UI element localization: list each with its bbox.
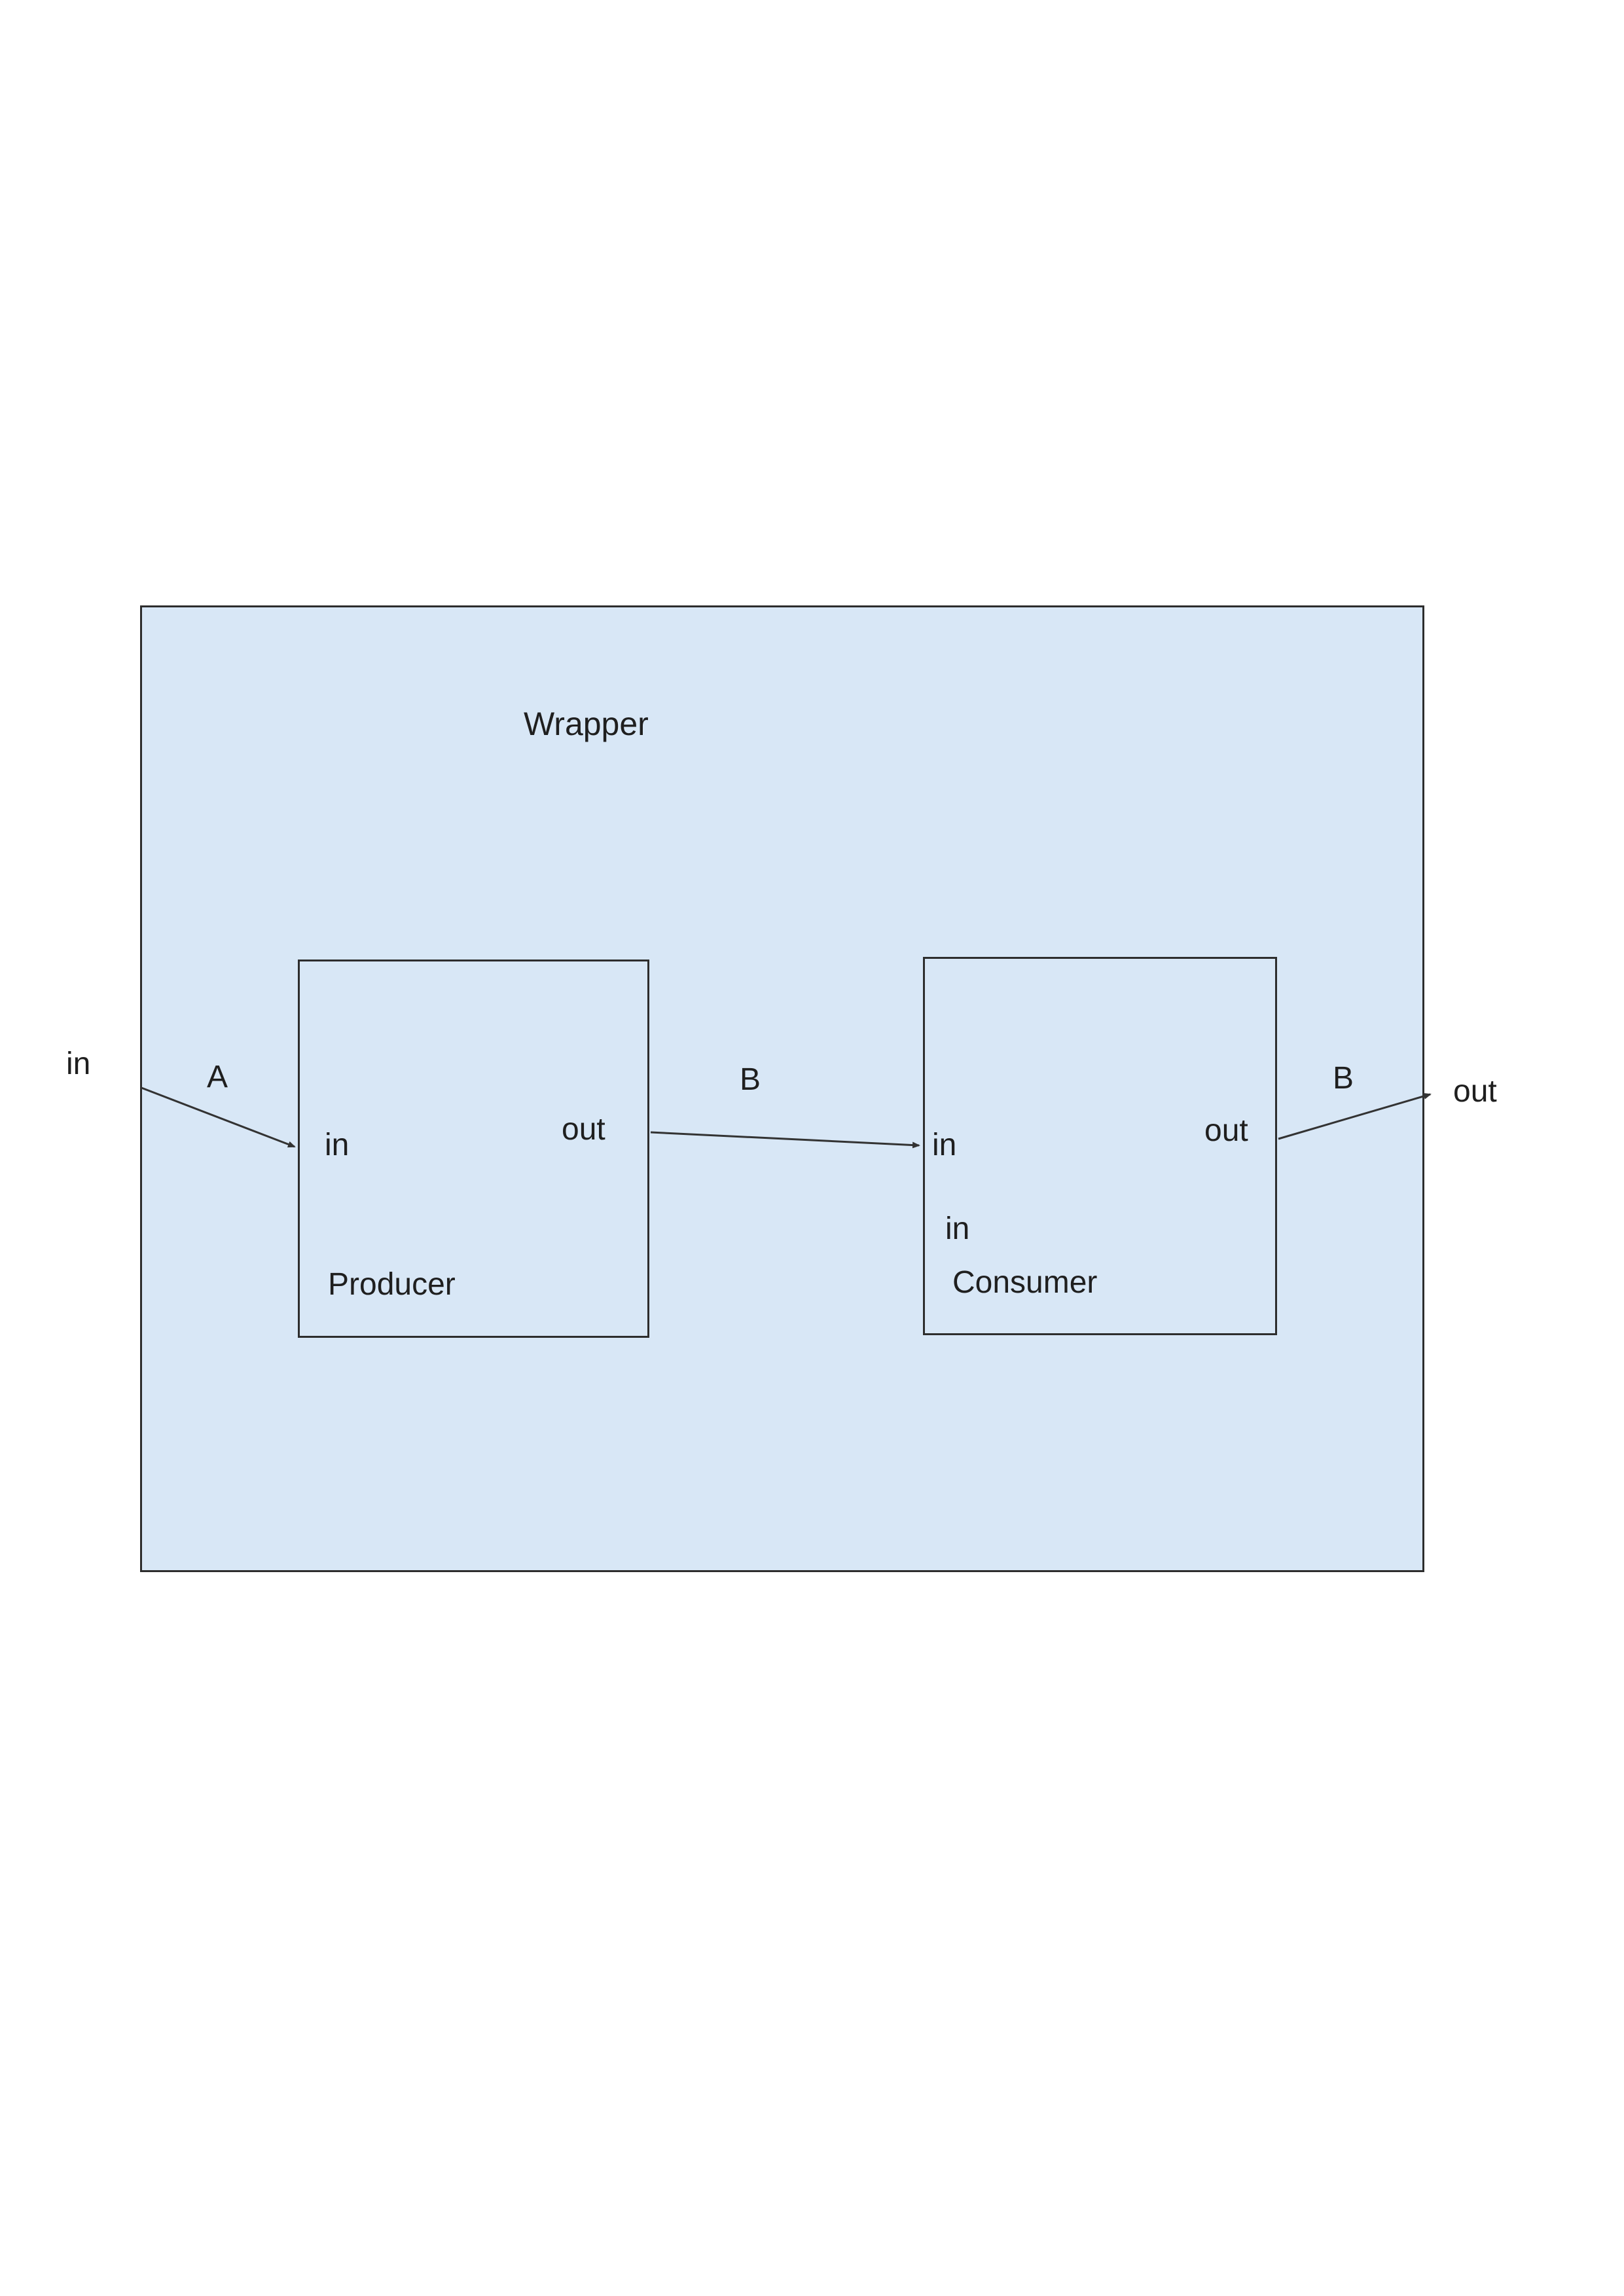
wrapper-title: Wrapper bbox=[524, 706, 649, 742]
edge-b-internal-label: B bbox=[740, 1062, 761, 1097]
producer-out-port-label: out bbox=[562, 1112, 605, 1147]
consumer-in-port-label: in bbox=[932, 1128, 957, 1162]
consumer-box bbox=[923, 957, 1277, 1335]
consumer-in2-label: in bbox=[945, 1211, 970, 1246]
external-out-label: out bbox=[1453, 1074, 1497, 1109]
consumer-out-port-label: out bbox=[1204, 1113, 1248, 1148]
edge-b-external-label: B bbox=[1333, 1061, 1354, 1096]
edge-a-label: A bbox=[207, 1060, 228, 1094]
producer-box bbox=[298, 960, 649, 1338]
consumer-title: Consumer bbox=[952, 1265, 1098, 1300]
external-in-label: in bbox=[66, 1047, 91, 1081]
producer-in-port-label: in bbox=[325, 1128, 350, 1162]
producer-title: Producer bbox=[328, 1267, 456, 1302]
